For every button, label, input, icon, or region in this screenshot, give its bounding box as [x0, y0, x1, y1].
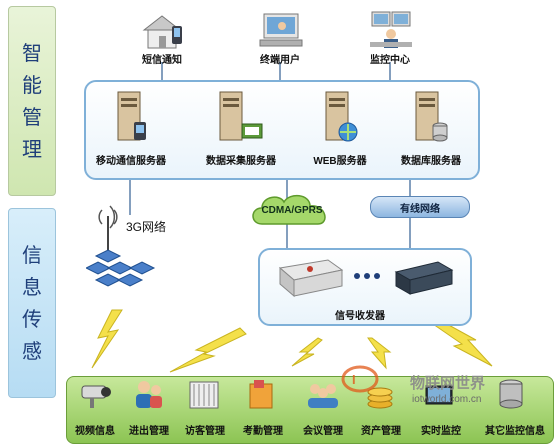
side-char: 感	[22, 339, 42, 363]
server-panel	[84, 80, 480, 180]
realtime-monitor-icon	[424, 382, 456, 415]
database-stack-icon	[496, 378, 526, 415]
server-label: 数据采集服务器	[206, 156, 276, 167]
cloud-icon	[248, 190, 334, 235]
attendance-icon	[246, 378, 278, 415]
asset-coins-icon	[364, 380, 396, 415]
cell-tower-icon	[84, 196, 176, 297]
side-char: 信	[22, 243, 42, 267]
side-char: 传	[22, 307, 42, 331]
database-server-icon	[410, 90, 450, 149]
side-char: 理	[22, 137, 42, 161]
app-label: 考勤管理	[243, 426, 283, 437]
side-char: 智	[22, 41, 42, 65]
server-label: WEB服务器	[313, 156, 367, 167]
access-control-icon	[132, 378, 164, 415]
side-char: 息	[22, 275, 42, 299]
network-label-3g: 3G网络	[126, 220, 167, 234]
visitor-gate-icon	[188, 378, 220, 415]
mobile-server-icon	[112, 90, 148, 149]
modem-device-icon	[392, 256, 456, 305]
server-label: 移动通信服务器	[96, 156, 166, 167]
watermark-logo-icon: I	[340, 362, 380, 401]
app-label: 其它监控信息	[485, 426, 545, 437]
camera-icon	[80, 380, 114, 415]
monitor-center-icon	[368, 8, 414, 55]
app-label: 访客管理	[185, 426, 225, 437]
svg-text:I: I	[352, 372, 356, 387]
wired-network-pipe: 有线网络	[370, 196, 470, 218]
user-label: 终端用户	[260, 55, 300, 66]
app-label: 视频信息	[75, 426, 115, 437]
network-label-wired: 有线网络	[400, 203, 440, 215]
server-label: 数据库服务器	[401, 156, 461, 167]
ellipsis-icon	[352, 268, 382, 286]
app-label: 资产管理	[361, 426, 401, 437]
app-label: 实时监控	[421, 426, 461, 437]
info-sensing-label: 信 息 传 感	[8, 208, 56, 398]
app-label: 进出管理	[129, 426, 169, 437]
sms-notification-icon	[140, 12, 186, 55]
transceiver-label: 信号收发器	[335, 311, 385, 322]
meeting-icon	[306, 380, 340, 415]
side-char: 能	[22, 73, 42, 97]
user-label: 短信通知	[142, 55, 182, 66]
data-collection-server-icon	[216, 90, 266, 149]
app-label: 会议管理	[303, 426, 343, 437]
end-user-icon	[258, 10, 304, 55]
transceiver-device-icon	[276, 256, 346, 305]
smart-management-label: 智 能 管 理	[8, 6, 56, 196]
watermark-title: 物联网世界	[410, 375, 486, 392]
network-label-cdma: CDMA/GPRS	[261, 205, 323, 216]
web-server-icon	[320, 90, 360, 149]
user-label: 监控中心	[370, 55, 410, 66]
side-char: 管	[22, 105, 42, 129]
watermark-url: iotworld.com.cn	[412, 394, 482, 405]
